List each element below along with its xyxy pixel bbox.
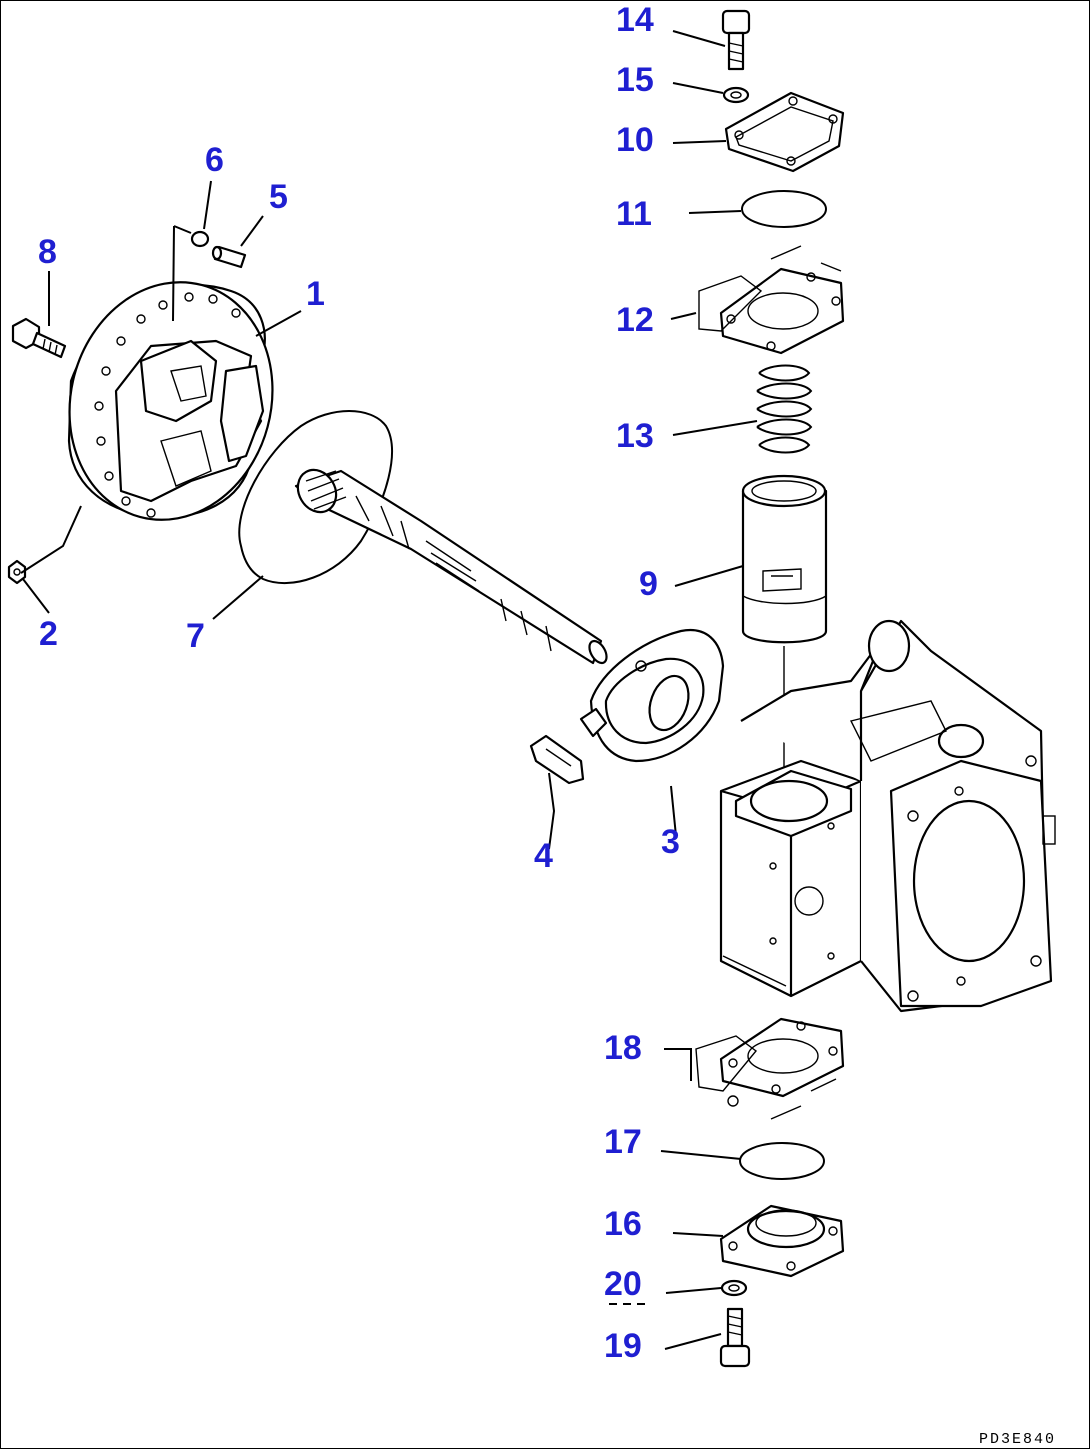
drive-shaft[interactable] — [290, 463, 610, 666]
callout-1[interactable]: 1 — [306, 275, 325, 313]
callout-9[interactable]: 9 — [639, 565, 658, 603]
pump-case[interactable] — [719, 619, 1056, 1013]
drawing-code: PD3E840 — [979, 1431, 1056, 1448]
callout-18[interactable]: 18 — [604, 1029, 642, 1067]
part-20-washer[interactable] — [720, 1279, 748, 1297]
callout-numbers: 1 2 3 4 5 6 7 8 9 10 11 12 13 14 15 16 1… — [38, 1, 680, 1365]
callout-16[interactable]: 16 — [604, 1205, 642, 1243]
callout-11[interactable]: 11 — [616, 195, 652, 233]
part-11-oring[interactable] — [741, 190, 827, 228]
leader-lines — [20, 30, 758, 1350]
part-18-gasket[interactable] — [695, 1017, 845, 1120]
callout-8[interactable]: 8 — [38, 233, 57, 271]
part-6-pin[interactable] — [190, 230, 210, 248]
part-2-nut[interactable] — [7, 559, 27, 585]
callout-2[interactable]: 2 — [39, 615, 58, 653]
part-10-cover[interactable] — [724, 91, 845, 173]
callout-17[interactable]: 17 — [604, 1123, 642, 1161]
callout-19[interactable]: 19 — [604, 1327, 642, 1365]
callout-12[interactable]: 12 — [616, 301, 654, 339]
part-13-spring[interactable] — [756, 364, 813, 454]
callout-6[interactable]: 6 — [205, 141, 224, 179]
callout-15[interactable]: 15 — [616, 61, 654, 99]
callout-14[interactable]: 14 — [616, 1, 654, 39]
part-17-oring[interactable] — [739, 1142, 825, 1180]
callout-5[interactable]: 5 — [269, 178, 288, 216]
part-9-sleeve[interactable] — [741, 474, 828, 771]
part-15-washer[interactable] — [722, 86, 750, 104]
part-7-gasket[interactable] — [238, 410, 393, 584]
part-3-swash-plate[interactable] — [579, 628, 725, 763]
part-1-housing[interactable] — [43, 259, 298, 543]
callout-7[interactable]: 7 — [186, 617, 205, 655]
callout-20[interactable]: 20 — [604, 1265, 642, 1303]
part-19-bolt[interactable] — [719, 1307, 751, 1368]
callout-13[interactable]: 13 — [616, 417, 654, 455]
part-12-gasket[interactable] — [698, 245, 845, 355]
callout-3[interactable]: 3 — [661, 823, 680, 861]
part-8-bolt[interactable] — [11, 317, 67, 359]
part-14-bolt[interactable] — [721, 9, 751, 71]
callout-10[interactable]: 10 — [616, 121, 654, 159]
part-5-dowel[interactable] — [211, 245, 247, 269]
callout-4[interactable]: 4 — [534, 837, 553, 875]
part-16-cover[interactable] — [719, 1204, 845, 1278]
part-4-shoe[interactable] — [529, 734, 585, 785]
